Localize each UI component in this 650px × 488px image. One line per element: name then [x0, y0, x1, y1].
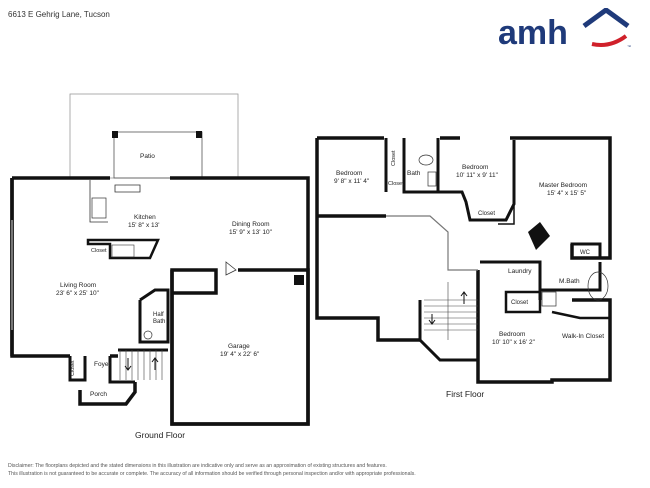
logo-text: amh — [498, 14, 568, 52]
disclaimer: Disclaimer: The floorplans depicted and … — [8, 462, 608, 478]
foyer-label: Foyer — [94, 361, 111, 368]
bedroom-a-label: Bedroom — [336, 170, 363, 177]
patio-post — [196, 131, 202, 138]
closet-b-label: Closet — [388, 181, 404, 187]
bedroom-b-dims: 10' 11" x 9' 11" — [456, 172, 498, 179]
first-floor-plan — [315, 136, 612, 384]
living-room-label: Living Room — [60, 282, 97, 289]
bedroom-b-label: Bedroom — [462, 164, 489, 171]
dining-room-label: Dining Room — [232, 221, 270, 228]
garage-label: Garage — [228, 343, 250, 350]
patio-cover — [113, 131, 203, 179]
closet-a-label: Closet — [391, 150, 397, 166]
patio-post — [112, 131, 118, 138]
porch-label: Porch — [90, 391, 107, 398]
disclaimer-line-1: Disclaimer: The floorplans depicted and … — [8, 463, 387, 469]
ground-floor-plan — [10, 93, 310, 426]
svg-text:™: ™ — [627, 44, 631, 49]
laundry-label: Laundry — [508, 268, 532, 275]
property-address: 6613 E Gehrig Lane, Tucson — [8, 10, 110, 19]
bedroom-c-label: Bedroom — [499, 331, 526, 338]
kitchen-dims: 15' 8" x 13' — [128, 222, 160, 229]
bath-label: Bath — [407, 170, 421, 177]
mbath-label: M.Bath — [559, 278, 580, 285]
ground-floor-label: Ground Floor — [135, 430, 186, 440]
master-bedroom-dims: 15' 4" x 15' 5" — [547, 190, 587, 197]
foyer-closet-label: Closet — [70, 360, 76, 376]
closet-c-label: Closet — [478, 211, 496, 217]
bedroom-c-dims: 10' 10" x 16' 2" — [492, 339, 535, 346]
amh-logo: amh ™ — [498, 8, 631, 52]
patio-label: Patio — [140, 153, 155, 160]
kitchen-closet-label: Closet — [91, 248, 107, 254]
garage-dims: 19' 4" x 22' 6" — [220, 351, 260, 358]
first-floor-label: First Floor — [446, 389, 485, 399]
disclaimer-line-2: This illustration is not guaranteed to b… — [8, 471, 416, 477]
living-room-dims: 23' 6" x 25' 10" — [56, 290, 99, 297]
closet-d-label: Closet — [511, 300, 529, 306]
master-bedroom-label: Master Bedroom — [539, 182, 588, 189]
walk-in-closet-label: Walk-In Closet — [562, 333, 605, 340]
patio-outline — [69, 93, 239, 179]
kitchen-label: Kitchen — [134, 214, 156, 221]
dining-room-dims: 15' 9" x 13' 10" — [229, 229, 272, 236]
bedroom-a-dims: 9' 8" x 11' 4" — [334, 178, 370, 185]
half-bath-label: Half Bath — [153, 312, 166, 325]
wc-label: WC — [580, 250, 590, 256]
